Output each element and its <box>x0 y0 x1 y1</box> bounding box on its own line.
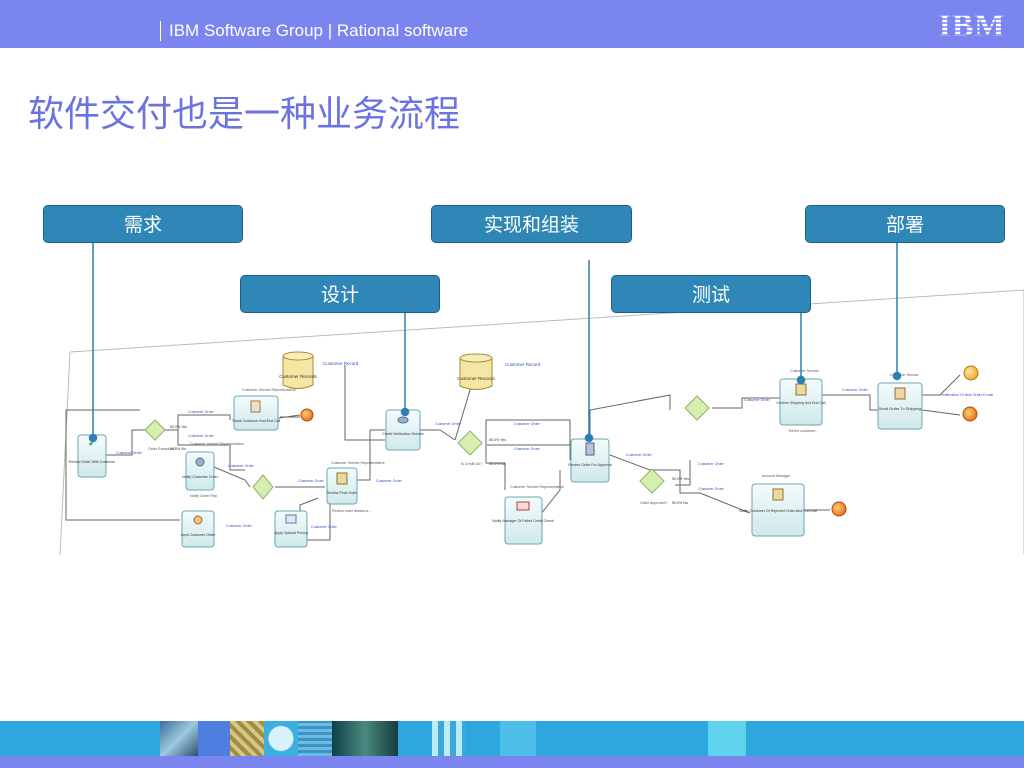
task-label-apply-pricing: Apply Special Pricing <box>274 531 308 535</box>
role-label-2: Customer Service Representative <box>190 442 244 446</box>
customer-records-label-1: Customer Records <box>279 374 317 379</box>
label-notify-order-rep: Notify Order Rep <box>190 494 217 498</box>
footer-image-tile-1 <box>160 721 198 756</box>
task-notify-customer-order: Notify Customer Order <box>182 451 219 491</box>
percent-yes-1: 50.0% Yes <box>170 425 187 429</box>
order-label-1: Customer Order <box>116 451 143 455</box>
header-bar <box>0 0 1024 48</box>
order-label-11: Customer Order <box>626 453 653 457</box>
decision-order-exception <box>144 419 166 441</box>
callout-implementation: 实现和组装 <box>431 205 632 243</box>
order-label-13: Customer Order <box>698 487 725 491</box>
task-credit-verification: Credit Verification Service <box>382 409 424 451</box>
end-event-1 <box>300 408 314 422</box>
order-label-3: Customer Order <box>188 434 215 438</box>
decision-is-credit-ok <box>457 430 483 456</box>
percent-yes-3: 50.0% Yes <box>672 477 689 481</box>
customer-record-label-2: Customer Record <box>505 362 541 367</box>
percent-no-1: 50.0% No <box>170 447 186 451</box>
task-label-send-order: Send Order To Shipping <box>879 406 922 411</box>
role-label-1: Customer Service Representative <box>242 388 296 392</box>
decision-label-order-exception: Order Exception? <box>148 447 176 451</box>
percent-yes-2: 50.0% Yes <box>489 438 506 442</box>
label-notification: Notification Of New Order E-mail <box>941 393 993 397</box>
ibm-logo: IBM <box>936 9 1008 41</box>
order-label-16: Customer Order <box>311 525 338 529</box>
footer-bottom-bar <box>0 756 1024 768</box>
order-label-8: Customer Order <box>435 422 462 426</box>
canvas-left-border <box>59 351 71 556</box>
order-label-6: Customer Order <box>298 479 325 483</box>
task-review-final-order: Review Final Order <box>326 467 359 505</box>
task-label-thank-customer: Thank Customer And End Call <box>232 419 281 423</box>
decision-order-exception-2 <box>252 474 274 500</box>
svg-text:✔: ✔ <box>88 438 96 448</box>
task-label-input-order: Input Customer Order <box>181 533 217 537</box>
decision-shipping <box>684 395 710 421</box>
header-group-text: IBM Software Group | Rational software <box>160 21 468 41</box>
footer-image-tile-6 <box>332 721 398 756</box>
order-label-7: Customer Order <box>376 479 403 483</box>
order-label-14: Customer Order <box>744 398 771 402</box>
label-review-order-details: Review order details w... <box>332 509 371 513</box>
intermediate-event <box>963 365 979 381</box>
slide-title: 软件交付也是一种业务流程 <box>28 94 461 135</box>
footer-image-tile-9 <box>708 721 746 756</box>
order-label-15: Customer Order <box>842 388 869 392</box>
customer-records-label-2: Customer Records <box>457 376 495 381</box>
footer-image-tile-5 <box>298 721 332 756</box>
callout-test: 测试 <box>611 275 811 313</box>
task-label-review-approval: Review Order For Approval <box>568 463 612 467</box>
task-confirm-shipping: Confirm Shipping And End Call <box>776 378 826 426</box>
percent-no-3: 50.0% No <box>672 501 688 505</box>
task-review-order-approval: Review Order For Approval <box>568 438 612 483</box>
role-label-7: Customer Service <box>890 373 919 377</box>
footer-image-tile-2 <box>198 721 230 756</box>
callout-leaders <box>88 243 902 443</box>
order-label-5: Customer Order <box>226 524 253 528</box>
canvas-top-border <box>69 289 1024 353</box>
task-label-credit-verification: Credit Verification Service <box>382 432 423 436</box>
percent-no-2: 50.0% No <box>489 462 505 466</box>
decision-label-is-credit-ok: Is Credit Ok? <box>461 462 482 466</box>
process-diagram: Customer Records Customer Records Custom… <box>59 243 1024 556</box>
end-event-2 <box>962 406 978 422</box>
task-label-confirm-shipping: Confirm Shipping And End Call <box>776 401 826 405</box>
order-label-10: Customer Order <box>514 447 541 451</box>
task-label-review-final: Review Final Order <box>327 491 359 495</box>
role-label-6: Customer Service <box>790 369 819 373</box>
task-label-notify-manager: Notify Manager Of Failed Credit Check <box>492 519 554 523</box>
end-event-3 <box>831 501 847 517</box>
task-label-notify-customer: Notify Customer Order <box>182 475 219 479</box>
task-label-review-order: Review Order With Customer <box>69 460 117 464</box>
callout-deploy: 部署 <box>805 205 1005 243</box>
order-label-2: Customer Order <box>188 410 215 414</box>
customer-record-label-1: Customer Record <box>323 361 359 366</box>
data-store-customer-records-2: Customer Records <box>457 353 496 390</box>
task-notify-manager: Notify Manager Of Failed Credit Check <box>492 496 554 545</box>
footer-image-tile-7 <box>432 721 466 756</box>
decision-label-order-approved: Order Approved? <box>640 501 667 505</box>
flow-connectors <box>65 365 961 541</box>
order-label-12: Customer Order <box>698 462 725 466</box>
task-label-notify-rejected: Notify Customer Of Rejected Order And En… <box>739 509 817 513</box>
task-input-customer-order: Input Customer Order <box>181 510 217 548</box>
footer-image-tile-3 <box>230 721 264 756</box>
task-apply-special-pricing: Apply Special Pricing <box>274 510 308 548</box>
order-label-4: Customer Order <box>228 464 255 468</box>
task-notify-rejected-order: Notify Customer Of Rejected Order And En… <box>739 483 817 537</box>
role-label-5: Account Manager <box>762 474 791 478</box>
order-label-9: Customer Order <box>514 422 541 426</box>
decision-order-approved <box>639 468 665 494</box>
footer-image-tile-8 <box>500 721 536 756</box>
task-send-order-shipping: Send Order To Shipping <box>877 382 923 430</box>
data-store-customer-records-1: Customer Records <box>279 351 318 389</box>
task-thank-customer: Thank Customer And End Call <box>232 395 281 431</box>
label-tell-customer: Tell the customer... <box>788 429 818 433</box>
callout-design: 设计 <box>240 275 440 313</box>
callout-requirements: 需求 <box>43 205 243 243</box>
role-label-3: Customer Service Representative <box>331 461 385 465</box>
footer-image-tile-4 <box>264 721 298 756</box>
role-label-4: Customer Service Representative <box>510 485 564 489</box>
